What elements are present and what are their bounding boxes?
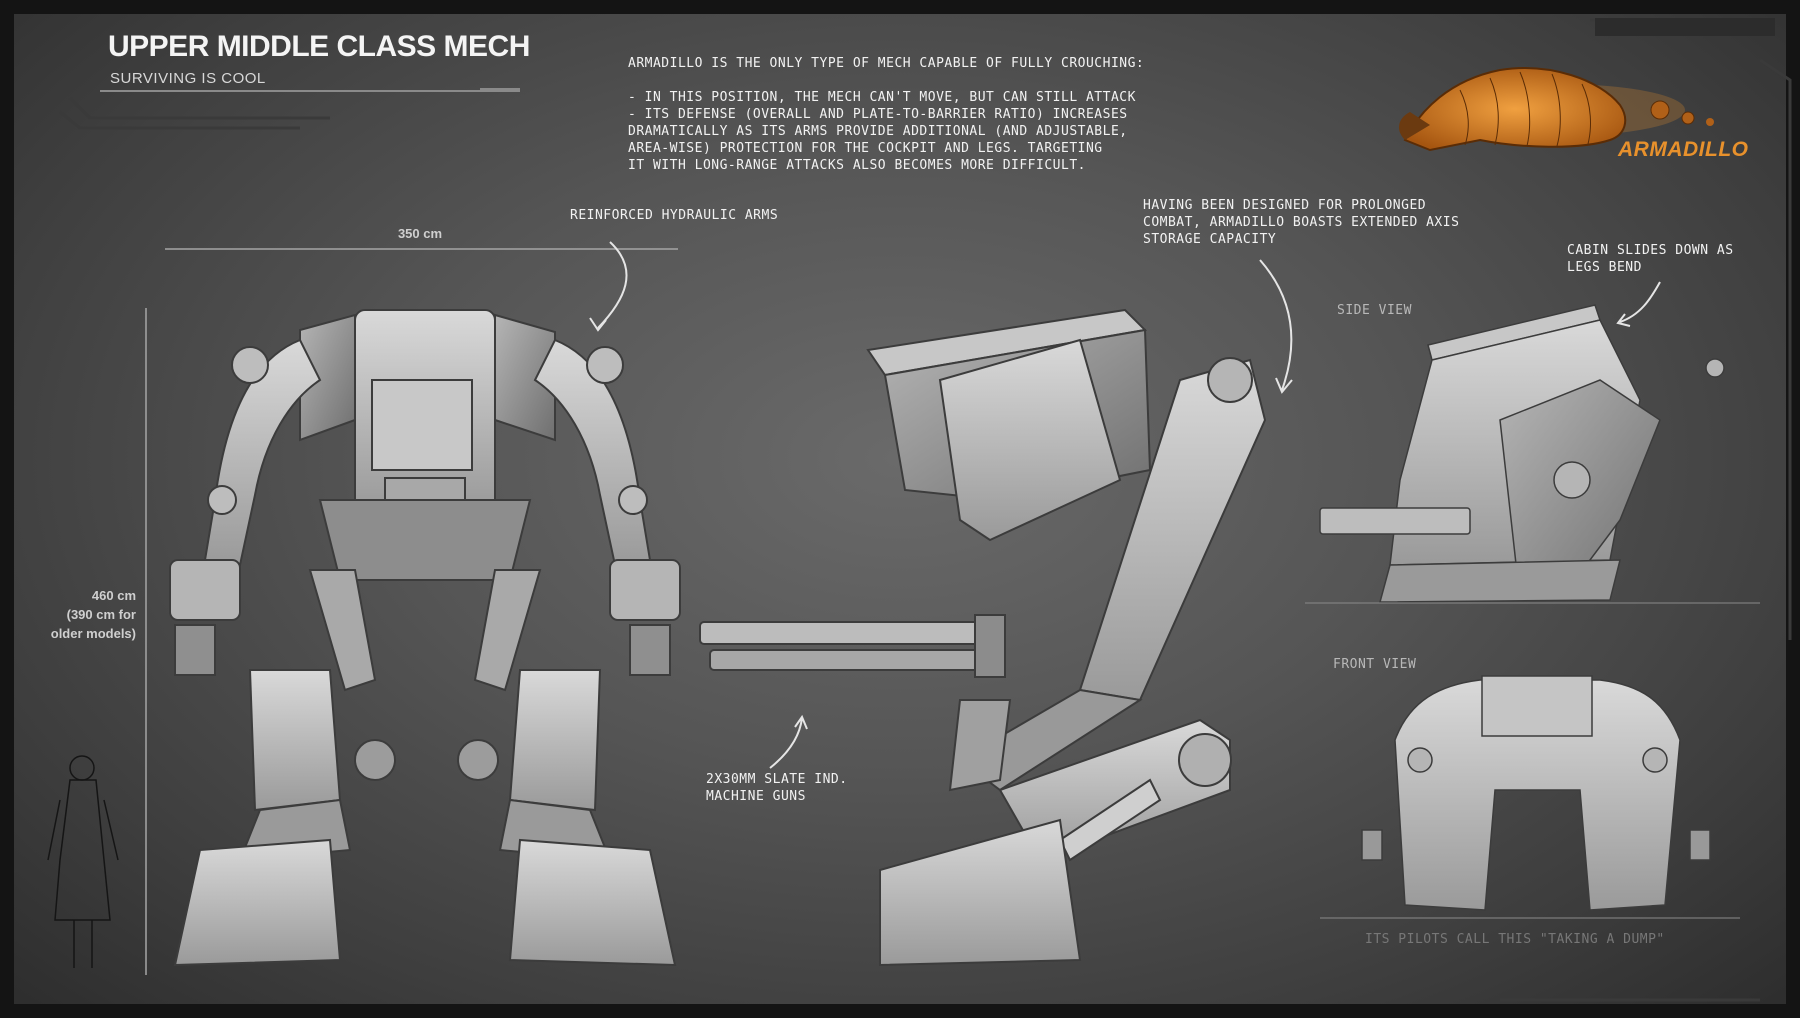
description-intro: Armadillo is the only type of mech capab… bbox=[628, 56, 1145, 71]
page-title: Upper Middle Class Mech bbox=[108, 30, 530, 63]
side-view-mech-standing bbox=[699, 308, 1267, 967]
description-line: - Its defense (overall and plate-to-barr… bbox=[628, 107, 1128, 122]
dimension-height: 460 cm (390 cm for older models) bbox=[24, 586, 136, 643]
callout-line: machine guns bbox=[706, 789, 806, 804]
page-subtitle: Surviving is cool bbox=[110, 70, 266, 87]
dimension-width: 350 cm bbox=[397, 226, 443, 241]
front-view-mech bbox=[169, 309, 681, 967]
armadillo-icon bbox=[1398, 67, 1714, 152]
callout-axis-storage: Having been designed for prolonged comba… bbox=[1143, 197, 1459, 248]
dimension-height-line: 460 cm bbox=[91, 588, 136, 603]
description-line: - In this position, the mech can't move,… bbox=[628, 90, 1136, 105]
description-line: it with long-range attacks also becomes … bbox=[628, 158, 1086, 173]
callout-line: 2x30mm Slate Ind. bbox=[706, 772, 848, 787]
side-view-label: Side view bbox=[1337, 303, 1412, 318]
side-view-mech-crouched bbox=[1319, 304, 1725, 603]
armadillo-badge-label: Armadillo bbox=[1618, 138, 1749, 161]
callout-cabin: Cabin slides down as legs bend bbox=[1567, 242, 1734, 276]
dimension-height-line: older models) bbox=[50, 626, 136, 641]
pilot-scale-figure bbox=[47, 755, 119, 968]
title-divider bbox=[100, 90, 480, 92]
description-line: dramatically as its arms provide additio… bbox=[628, 124, 1128, 139]
callout-line: combat, Armadillo boasts extended axis bbox=[1143, 215, 1460, 230]
view-guide-lines bbox=[1305, 602, 1760, 919]
front-view-label: Front view bbox=[1333, 657, 1417, 672]
description-block: Armadillo is the only type of mech capab… bbox=[628, 55, 1198, 174]
corner-hatch bbox=[1595, 18, 1775, 36]
callout-line: legs bend bbox=[1567, 260, 1642, 275]
description-bullets: - In this position, the mech can't move,… bbox=[628, 89, 1198, 174]
front-view-mech-crouched bbox=[1361, 675, 1711, 911]
dimension-height-line: (390 cm for bbox=[66, 607, 136, 622]
callout-line: Having been designed for prolonged bbox=[1143, 198, 1427, 213]
callout-line: storage capacity bbox=[1143, 232, 1277, 247]
callout-arrows bbox=[589, 241, 1661, 769]
callout-arms: Reinforced hydraulic arms bbox=[570, 208, 779, 223]
callout-guns: 2x30mm Slate Ind. machine guns bbox=[706, 771, 848, 805]
dimension-lines bbox=[145, 248, 678, 975]
description-line: area-wise) protection for the cockpit an… bbox=[628, 141, 1103, 156]
callout-line: Cabin slides down as bbox=[1567, 243, 1734, 258]
footer-note: Its pilots call this "taking a dump" bbox=[1365, 932, 1665, 947]
